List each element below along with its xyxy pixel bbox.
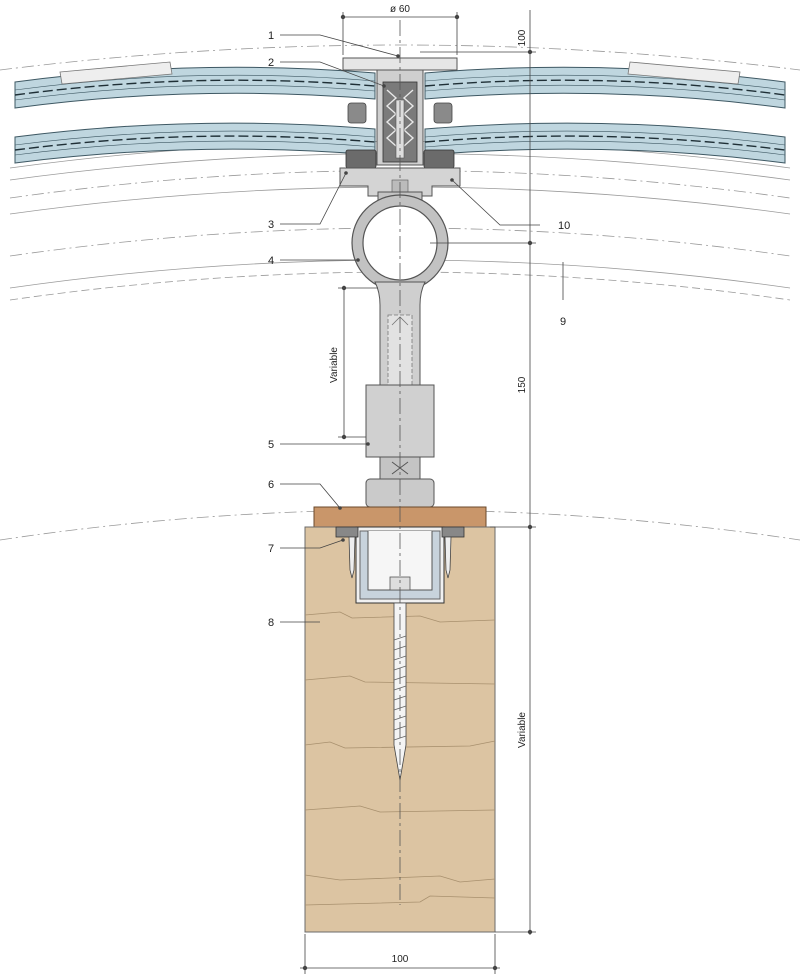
dim-beam-variable: Variable bbox=[517, 712, 528, 748]
callout-leaders bbox=[280, 34, 564, 623]
lower-gaskets bbox=[345, 149, 455, 169]
callout-8: 8 bbox=[268, 617, 274, 629]
dimension-lines bbox=[300, 10, 536, 974]
callout-dots bbox=[338, 54, 454, 542]
callout-4: 4 bbox=[268, 255, 274, 267]
dim-total-height: 150 bbox=[517, 376, 528, 393]
glass-pane-lower bbox=[14, 122, 786, 164]
dim-diameter: ø 60 bbox=[390, 4, 410, 15]
corner-plates bbox=[335, 526, 465, 538]
wood-screws bbox=[348, 536, 452, 579]
dim-beam-width: 100 bbox=[392, 954, 409, 965]
pane-clamp-plates bbox=[59, 61, 741, 85]
callout-7: 7 bbox=[268, 543, 274, 555]
dim-stem-variable: Variable bbox=[329, 347, 340, 383]
callout-5: 5 bbox=[268, 439, 274, 451]
callout-10: 10 bbox=[558, 220, 570, 232]
dim-top-offset: 100 bbox=[517, 29, 528, 46]
callout-1: 1 bbox=[268, 30, 274, 42]
callout-6: 6 bbox=[268, 479, 274, 491]
callout-2: 2 bbox=[268, 57, 274, 69]
spacer-blocks bbox=[347, 102, 453, 124]
callout-9: 9 bbox=[560, 316, 566, 328]
callout-3: 3 bbox=[268, 219, 274, 231]
